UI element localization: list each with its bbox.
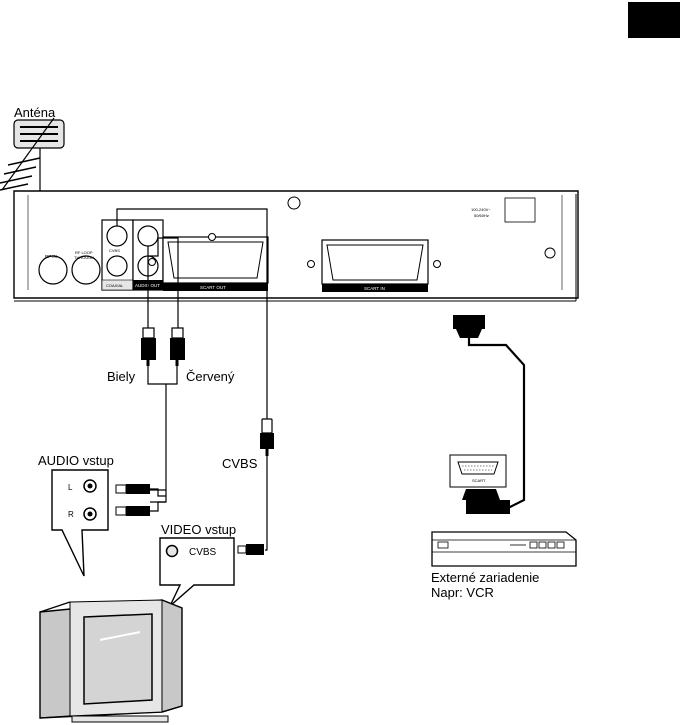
red-label: Červený xyxy=(186,369,235,384)
antenna-label: Anténa xyxy=(14,105,56,120)
audio-out-left-connector xyxy=(137,225,159,247)
scart-plug-top-icon xyxy=(453,315,485,338)
cvbs-cable-label: CVBS xyxy=(222,456,258,471)
audio-red-cable xyxy=(148,237,179,328)
rf-in-connector xyxy=(38,255,68,285)
white-label: Biely xyxy=(107,369,136,384)
left-channel-label: L xyxy=(68,483,73,492)
audio-input-label: AUDIO vstup xyxy=(38,453,114,468)
coaxial-connector xyxy=(106,255,128,277)
cvbs-out-connector xyxy=(106,225,128,247)
cvbs-rca-plug-icon xyxy=(260,418,274,456)
rf-in-label: RF IN xyxy=(45,254,57,259)
audio-white-rca-plug-icon xyxy=(141,327,156,366)
video-cvbs-label: CVBS xyxy=(189,547,217,558)
rf-loop-label-1: RF LOOP xyxy=(75,250,93,255)
video-input-callout xyxy=(159,537,235,607)
coaxial-label: COAXIAL xyxy=(106,283,124,288)
audio-tv-plug-right-icon xyxy=(115,506,150,516)
scart-socket-label: SCART xyxy=(472,478,486,483)
panel-screw-right xyxy=(544,247,556,259)
receiver-rear-panel xyxy=(13,190,579,302)
scart-cable xyxy=(467,338,526,509)
cvbs-cable-to-tv xyxy=(265,456,268,551)
power-label-1: 100-240V~ xyxy=(471,207,491,212)
video-input-label: VIDEO vstup xyxy=(161,522,236,537)
audio-cable-bundle xyxy=(147,366,178,503)
antenna-icon xyxy=(0,117,65,191)
scart-in-label: SCART IN xyxy=(364,286,385,291)
audio-input-callout xyxy=(51,469,109,577)
vcr-icon xyxy=(431,531,577,567)
scart-out-label: SCART OUT xyxy=(200,285,226,290)
external-device-label: Externé zariadenie xyxy=(431,570,539,585)
scart-socket-icon xyxy=(449,454,507,488)
audio-red-rca-plug-icon xyxy=(170,327,185,366)
rf-loop-connector xyxy=(71,255,101,285)
cvbs-tv-plug-icon xyxy=(237,544,264,555)
scart-in-connector xyxy=(307,239,441,292)
right-channel-label: R xyxy=(68,510,74,519)
power-label-2: 50/60Hz xyxy=(474,213,489,218)
television-icon xyxy=(39,599,183,723)
page-corner-tab xyxy=(628,2,680,38)
video-cvbs-jack xyxy=(165,544,179,558)
rf-loop-label-2: THROUGH xyxy=(74,255,94,260)
example-label: Napr: VCR xyxy=(431,585,494,600)
cvbs-out-label: CVBS xyxy=(109,248,120,253)
cvbs-cable xyxy=(116,208,268,419)
scart-plug-bottom-icon xyxy=(462,489,510,514)
scart-out-connector xyxy=(148,233,269,291)
audio-tv-plug-left-icon xyxy=(115,484,150,494)
